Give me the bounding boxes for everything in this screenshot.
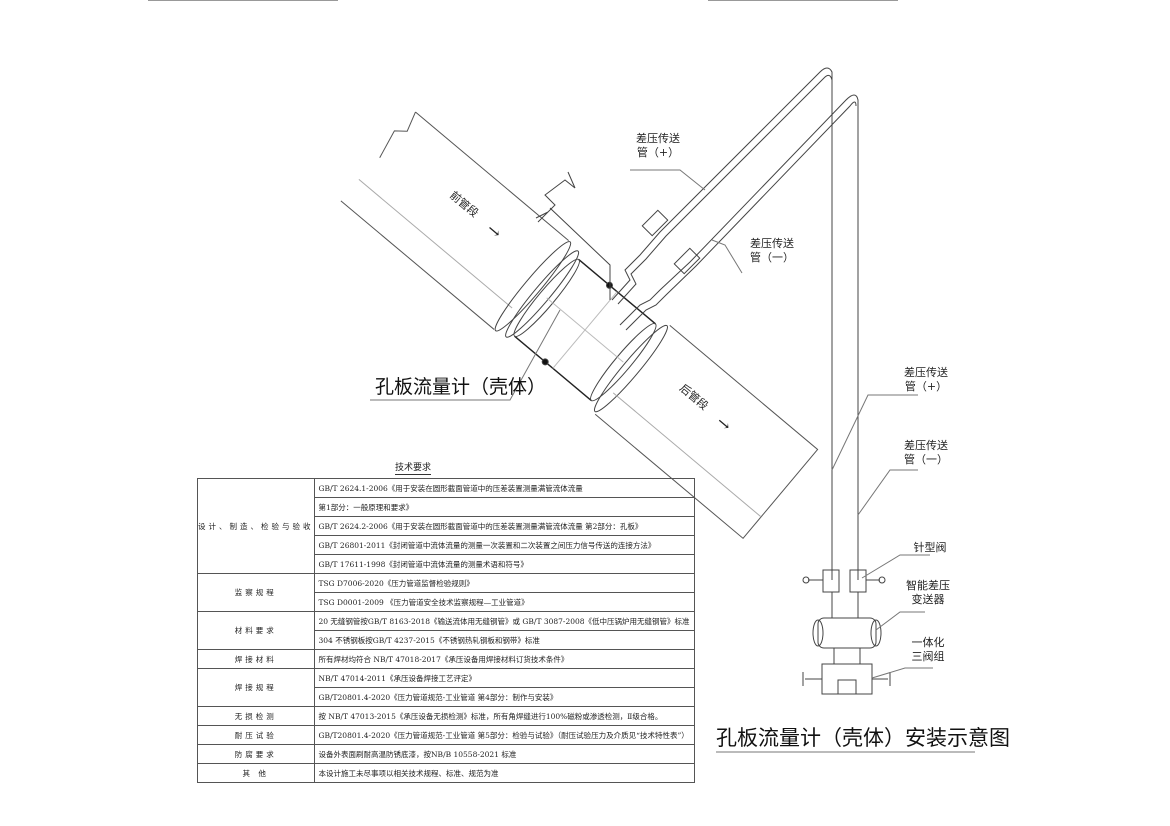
svg-text:→: → xyxy=(713,412,735,435)
svg-text:前管段: 前管段 xyxy=(447,188,481,220)
requirement-item: 20 无缝钢管按GB/T 8163-2018《输送流体用无缝钢管》或 GB/T … xyxy=(313,611,695,631)
label-line: 管（一） xyxy=(904,453,948,466)
requirement-item: GB/T 17611-1998《封闭管道中流体流量的测量术语和符号》 xyxy=(313,554,695,574)
requirement-category: 材料要求 xyxy=(197,611,315,650)
label-line: 差压传送 xyxy=(904,439,948,452)
table-row: 焊接材料所有焊材均符合 NB/T 47018-2017《承压设备用焊接材料订货技… xyxy=(197,649,695,669)
requirement-item: GB/T 2624.2-2006《用于安装在圆形截面管道中的压差装置测量满管流体… xyxy=(313,516,695,536)
border-line-right xyxy=(708,0,898,1)
vent-valve xyxy=(535,171,611,300)
label-line: 管（+） xyxy=(636,146,680,159)
label-line: 差压传送 xyxy=(904,366,948,379)
requirement-category: 其 他 xyxy=(197,763,315,783)
requirement-category: 焊接材料 xyxy=(197,649,315,669)
dp-tube-plus-label-right: 差压传送 管（+） xyxy=(896,366,956,394)
label-line: 变送器 xyxy=(911,593,945,606)
front-pipe-label: 前管段 → xyxy=(447,188,505,243)
table-row: 无损检测按 NB/T 47013-2015《承压设备无损检测》标准，所有角焊缝进… xyxy=(197,706,695,726)
svg-text:后管段: 后管段 xyxy=(677,381,711,413)
table-row: 其 他本设计施工未尽事项以相关技术规程、标准、规范为准 xyxy=(197,763,695,783)
requirement-item: 设备外表面刷耐高温防锈底漆，按NB/B 10558-2021 标准 xyxy=(313,744,695,764)
table-row: 防腐要求设备外表面刷耐高温防锈底漆，按NB/B 10558-2021 标准 xyxy=(197,744,695,764)
requirement-item: 按 NB/T 47013-2015《承压设备无损检测》标准，所有角焊缝进行100… xyxy=(313,706,695,726)
label-line: 三阀组 xyxy=(911,650,945,663)
orifice-meter-body xyxy=(513,258,657,402)
drawing-title: 孔板流量计（壳体）安装示意图 xyxy=(716,726,1010,750)
requirement-item: 本设计施工未尽事项以相关技术规程、标准、规范为准 xyxy=(313,763,695,783)
dp-tube-minus-label-upper: 差压传送 管（一） xyxy=(742,237,802,265)
label-line: 智能差压 xyxy=(906,579,950,592)
requirement-item: GB/T 2624.1-2006《用于安装在圆形截面管道中的压差装置测量满管流体… xyxy=(313,478,695,498)
requirement-item: 所有焊材均符合 NB/T 47018-2017《承压设备用焊接材料订货技术条件》 xyxy=(313,649,695,669)
label-line: 差压传送 xyxy=(636,132,680,145)
meter-label: 孔板流量计（壳体） xyxy=(375,376,547,398)
dp-tube-plus-label-upper: 差压传送 管（+） xyxy=(628,132,688,160)
label-line: 管（+） xyxy=(904,380,948,393)
requirement-category: 无损检测 xyxy=(197,706,315,726)
requirement-item: NB/T 47014-2011《承压设备焊接工艺评定》 xyxy=(313,668,695,688)
requirement-category: 设计、制造、检验与验收 xyxy=(197,478,315,574)
needle-valves xyxy=(802,569,886,618)
requirements-title: 技术要求 xyxy=(395,460,432,475)
label-line: 管（一） xyxy=(750,251,794,264)
requirement-category: 防腐要求 xyxy=(197,744,315,764)
transmitter-label: 智能差压 变送器 xyxy=(898,579,958,607)
leader-lines xyxy=(370,169,975,753)
requirement-item: GB/T20801.4-2020《压力管道规范-工业管道 第4部分：制作与安装》 xyxy=(313,687,695,707)
requirement-item: GB/T20801.4-2020《压力管道规范-工业管道 第5部分：检验与试验》… xyxy=(313,725,695,745)
label-line: 差压传送 xyxy=(750,237,794,250)
three-valve-manifold xyxy=(802,663,891,695)
requirement-item: 第1部分：一般原理和要求》 xyxy=(313,497,695,517)
back-pipe xyxy=(593,324,819,540)
back-pipe-label: 后管段 → xyxy=(677,381,735,436)
dp-tube-minus-label-right: 差压传送 管（一） xyxy=(896,439,956,467)
dp-tube-minus xyxy=(619,94,859,580)
requirement-category: 耐压试验 xyxy=(197,725,315,745)
requirement-category: 监察规程 xyxy=(197,573,315,612)
requirement-item: TSG D7006-2020《压力管道监督检验规则》 xyxy=(313,573,695,593)
requirement-item: 304 不锈钢板按GB/T 4237-2015《不锈钢热轧钢板和钢带》标准 xyxy=(313,630,695,650)
dp-tube-plus xyxy=(611,67,833,580)
dp-transmitter xyxy=(812,617,882,665)
svg-text:→: → xyxy=(483,219,505,242)
label-line: 一体化 xyxy=(911,636,945,649)
requirement-category: 焊接规程 xyxy=(197,668,315,707)
manifold-label: 一体化 三阀组 xyxy=(903,636,953,664)
needle-valve-label: 针型阀 xyxy=(913,541,947,554)
front-pipe xyxy=(340,111,580,338)
border-line-left xyxy=(148,0,338,1)
requirement-item: TSG D0001-2009 《压力管道安全技术监察规程—工业管道》 xyxy=(313,592,695,612)
requirement-item: GB/T 26801-2011《封闭管道中流体流量的测量一次装置和二次装置之间压… xyxy=(313,535,695,555)
